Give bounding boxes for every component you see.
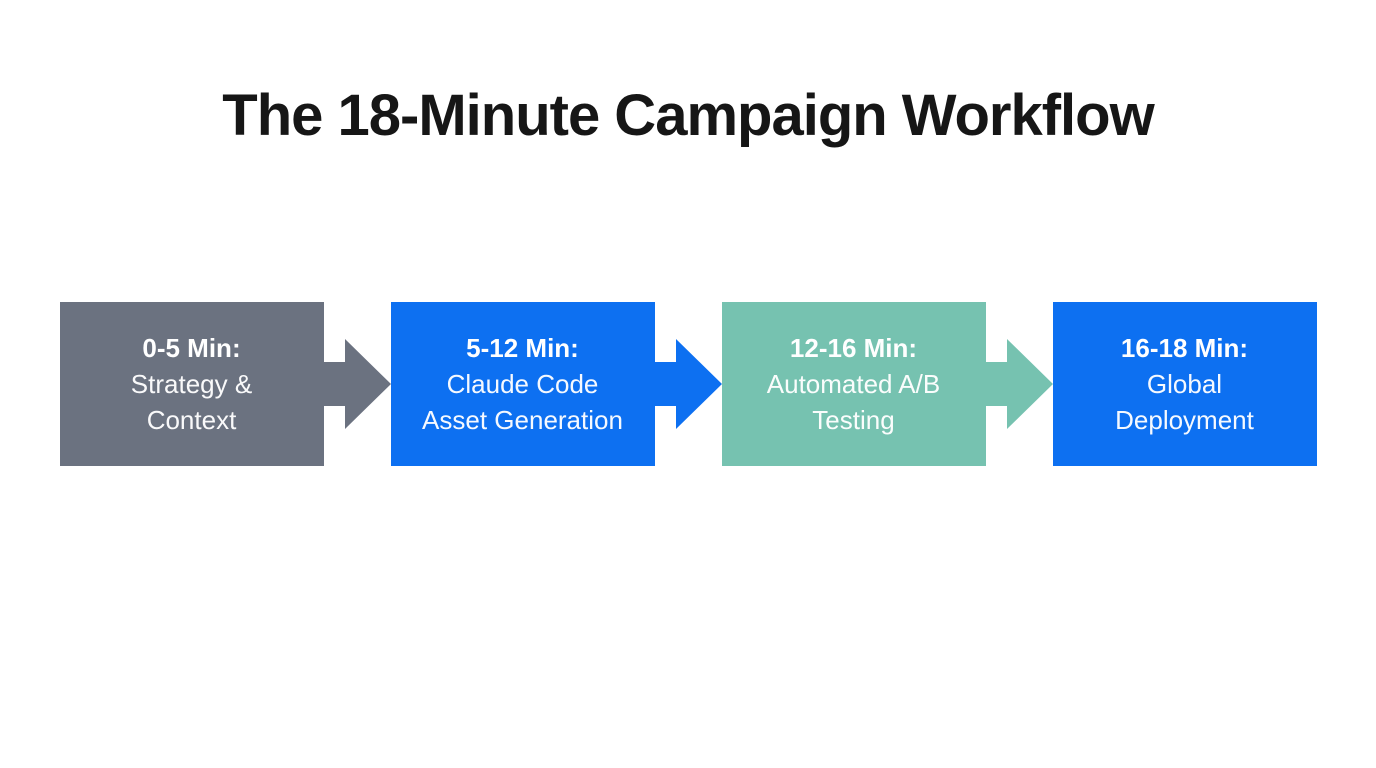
step-time-label: 0-5 Min: xyxy=(142,333,241,363)
workflow-step-strategy-context: 0-5 Min: Strategy & Context xyxy=(59,302,324,466)
step-time-label: 16-18 Min: xyxy=(1120,333,1249,363)
workflow-step-claude-code-asset-generation: 5-12 Min: Claude Code Asset Generation xyxy=(390,302,655,466)
workflow-diagram: 0-5 Min: Strategy & Context 5-12 Min: Cl… xyxy=(0,302,1376,466)
step-description-line: Automated A/B xyxy=(766,369,941,399)
arrow-right-icon xyxy=(654,339,722,429)
workflow-step-global-deployment: 16-18 Min: Global Deployment xyxy=(1052,302,1317,466)
arrow-right-icon xyxy=(323,339,391,429)
page-title: The 18-Minute Campaign Workflow xyxy=(222,83,1154,148)
step-time-label: 5-12 Min: xyxy=(466,333,579,363)
arrow-right-shape xyxy=(654,339,722,429)
step-description-line: Context xyxy=(146,405,237,435)
step-description-line: Testing xyxy=(812,405,895,435)
step-description-line: Claude Code xyxy=(446,369,599,399)
workflow-step-automated-ab-testing: 12-16 Min: Automated A/B Testing xyxy=(721,302,986,466)
arrow-right-shape xyxy=(985,339,1053,429)
step-description-line: Asset Generation xyxy=(422,405,623,435)
step-description-line: Deployment xyxy=(1115,405,1254,435)
arrow-right-icon xyxy=(985,339,1053,429)
step-description-line: Strategy & xyxy=(130,369,253,399)
step-description-line: Global xyxy=(1146,369,1223,399)
arrow-right-shape xyxy=(323,339,391,429)
step-time-label: 12-16 Min: xyxy=(789,333,918,363)
